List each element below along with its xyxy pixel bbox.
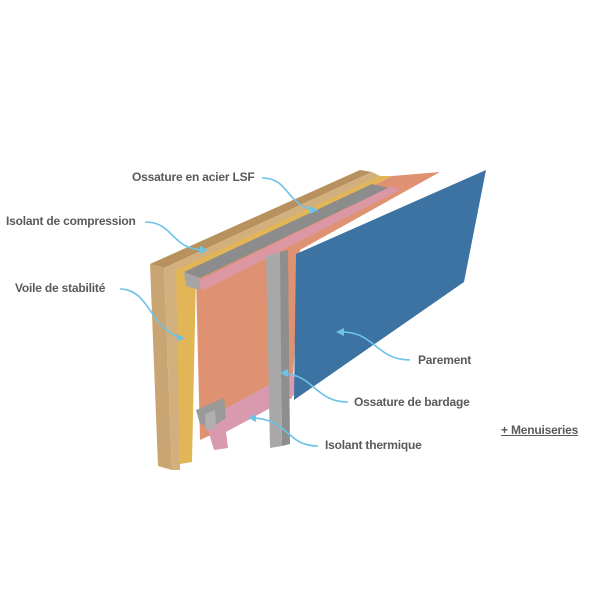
arrow-heads bbox=[177, 206, 344, 422]
compression-insulation-shape bbox=[176, 176, 392, 464]
facing-shape bbox=[294, 170, 486, 400]
label-bracing-panel: Voile de stabilité bbox=[15, 281, 106, 295]
label-steel-frame: Ossature en acier LSF bbox=[132, 170, 255, 184]
label-thermal-insulation: Isolant thermique bbox=[325, 438, 422, 452]
steel-frame-shape bbox=[184, 184, 388, 430]
bracing-panel-shape bbox=[150, 170, 380, 470]
joinery-link[interactable]: + Menuiseries bbox=[501, 423, 579, 437]
label-cladding-frame: Ossature de bardage bbox=[354, 395, 470, 409]
label-facing: Parement bbox=[418, 353, 472, 367]
thermal-insulation-core-shape bbox=[196, 172, 440, 440]
label-compression-insulation: Isolant de compression bbox=[6, 214, 136, 228]
leader-arrows bbox=[119, 177, 411, 447]
cladding-frame-shape bbox=[266, 250, 290, 448]
